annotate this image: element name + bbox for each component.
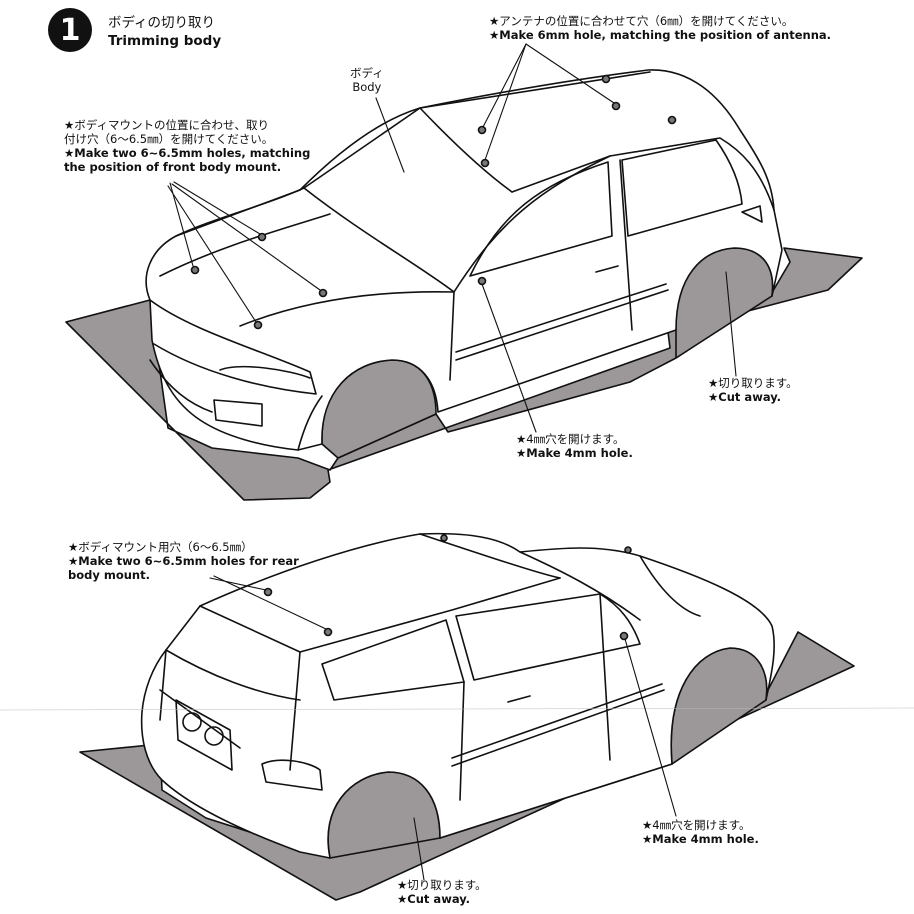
bottom-hole-markers bbox=[263, 534, 632, 641]
rear-mount-note-en-2: body mount. bbox=[68, 568, 150, 582]
front-mount-hole-3 bbox=[318, 288, 328, 298]
front-mount-hole-4 bbox=[253, 320, 263, 330]
step-title-en: Trimming body bbox=[108, 33, 222, 49]
bottom-leader-lines bbox=[209, 575, 677, 881]
front-mount-note-ja-2: 付け穴（6〜6.5㎜）を開けてください。 bbox=[64, 132, 274, 146]
rear-mount-note-ja: ★ボディマウント用穴（6〜6.5㎜） bbox=[68, 540, 253, 554]
antenna-note-en: ★Make 6mm hole, matching the position of… bbox=[489, 28, 832, 42]
bottom-cut-note: ★切り取ります。 ★Cut away. bbox=[397, 878, 487, 906]
top-leader-lines bbox=[167, 43, 737, 433]
antenna-hole-1 bbox=[477, 125, 487, 135]
top-4mm-note: ★4㎜穴を開けます。 ★Make 4mm hole. bbox=[516, 432, 633, 460]
rear-mount-note: ★ボディマウント用穴（6〜6.5㎜） ★Make two 6~6.5mm hol… bbox=[68, 540, 299, 582]
top-cut-note: ★切り取ります。 ★Cut away. bbox=[708, 376, 798, 404]
top-4mm-note-en: ★Make 4mm hole. bbox=[516, 446, 633, 460]
front-mount-note-en-2: the position of front body mount. bbox=[64, 160, 282, 174]
front-mount-note-ja-1: ★ボディマウントの位置に合わせ、取り bbox=[64, 118, 270, 132]
antenna-hole-3 bbox=[611, 101, 621, 111]
bottom-car-view bbox=[0, 532, 914, 901]
rear-mount-note-en-1: ★Make two 6~6.5mm holes for rear bbox=[68, 554, 299, 568]
bottom-body-outline bbox=[140, 532, 775, 859]
body-label-en: Body bbox=[352, 80, 382, 94]
bottom-4mm-note-en: ★Make 4mm hole. bbox=[642, 832, 759, 846]
bottom-4mm-note-ja: ★4㎜穴を開けます。 bbox=[642, 818, 751, 832]
bottom-cut-note-en: ★Cut away. bbox=[397, 892, 471, 906]
front-mount-note: ★ボディマウントの位置に合わせ、取り 付け穴（6〜6.5㎜）を開けてください。 … bbox=[64, 118, 310, 174]
front-mount-hole-2 bbox=[190, 265, 200, 275]
rear-mount-hole-2 bbox=[323, 627, 333, 637]
top-4mm-note-ja: ★4㎜穴を開けます。 bbox=[516, 432, 625, 446]
bottom-4mm-hole bbox=[619, 631, 629, 641]
roof-hole-2 bbox=[624, 546, 632, 554]
bottom-4mm-note: ★4㎜穴を開けます。 ★Make 4mm hole. bbox=[642, 818, 759, 846]
top-hole-markers bbox=[190, 74, 677, 330]
antenna-note-ja: ★アンテナの位置に合わせて穴（6㎜）を開けてください。 bbox=[489, 14, 794, 28]
roof-hole-1 bbox=[440, 534, 448, 542]
antenna-hole-5 bbox=[667, 115, 677, 125]
step-number-badge: 1 bbox=[48, 8, 92, 52]
antenna-note: ★アンテナの位置に合わせて穴（6㎜）を開けてください。 ★Make 6mm ho… bbox=[489, 14, 831, 42]
bottom-cut-note-ja: ★切り取ります。 bbox=[397, 878, 487, 892]
step-title-ja: ボディの切り取り bbox=[108, 15, 216, 31]
body-label-ja: ボディ bbox=[350, 66, 384, 80]
top-cut-note-en: ★Cut away. bbox=[708, 390, 782, 404]
top-cut-note-ja: ★切り取ります。 bbox=[708, 376, 798, 390]
step-title: ボディの切り取り Trimming body bbox=[108, 14, 221, 50]
antenna-hole-2 bbox=[480, 158, 490, 168]
antenna-hole-4 bbox=[601, 74, 611, 84]
body-label: ボディ Body bbox=[350, 66, 384, 94]
front-mount-note-en-1: ★Make two 6~6.5mm holes, matching bbox=[64, 146, 311, 160]
front-mount-hole-1 bbox=[257, 232, 267, 242]
top-car-view bbox=[65, 43, 863, 501]
